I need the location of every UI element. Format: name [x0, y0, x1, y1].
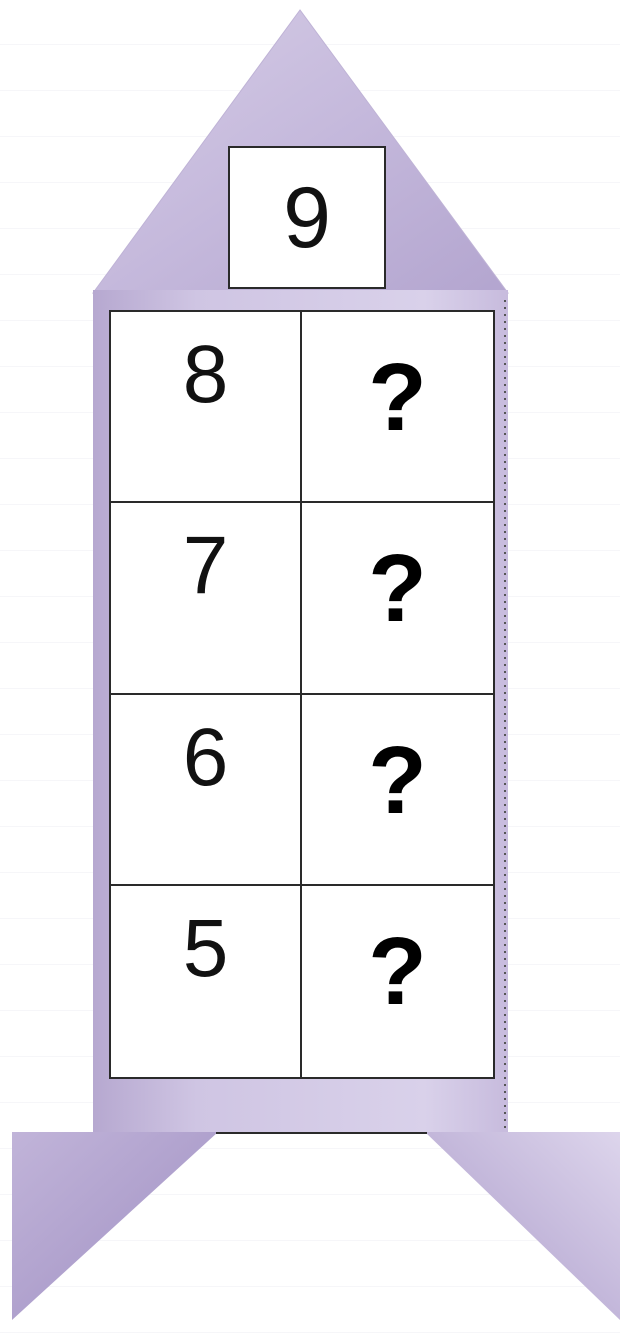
- question-mark: ?: [302, 350, 493, 446]
- top-number-box: 9: [228, 146, 386, 289]
- answer-cell[interactable]: ?: [302, 503, 493, 694]
- number-cell: 5: [111, 886, 302, 1077]
- number-label: 7: [111, 525, 300, 607]
- rocket-fin-left: [12, 1132, 218, 1320]
- number-label: 6: [111, 717, 300, 799]
- question-mark: ?: [302, 924, 493, 1020]
- number-cell: 6: [111, 695, 302, 886]
- number-cell: 7: [111, 503, 302, 694]
- question-mark: ?: [302, 733, 493, 829]
- number-cell: 8: [111, 312, 302, 503]
- question-mark: ?: [302, 541, 493, 637]
- answer-cell[interactable]: ?: [302, 886, 493, 1077]
- number-grid: 8 ? 7 ? 6 ? 5 ?: [109, 310, 495, 1079]
- rocket-fin-right: [425, 1132, 620, 1320]
- answer-cell[interactable]: ?: [302, 312, 493, 503]
- number-label: 8: [111, 334, 300, 416]
- top-number: 9: [283, 175, 331, 261]
- number-label: 5: [111, 908, 300, 990]
- answer-cell[interactable]: ?: [302, 695, 493, 886]
